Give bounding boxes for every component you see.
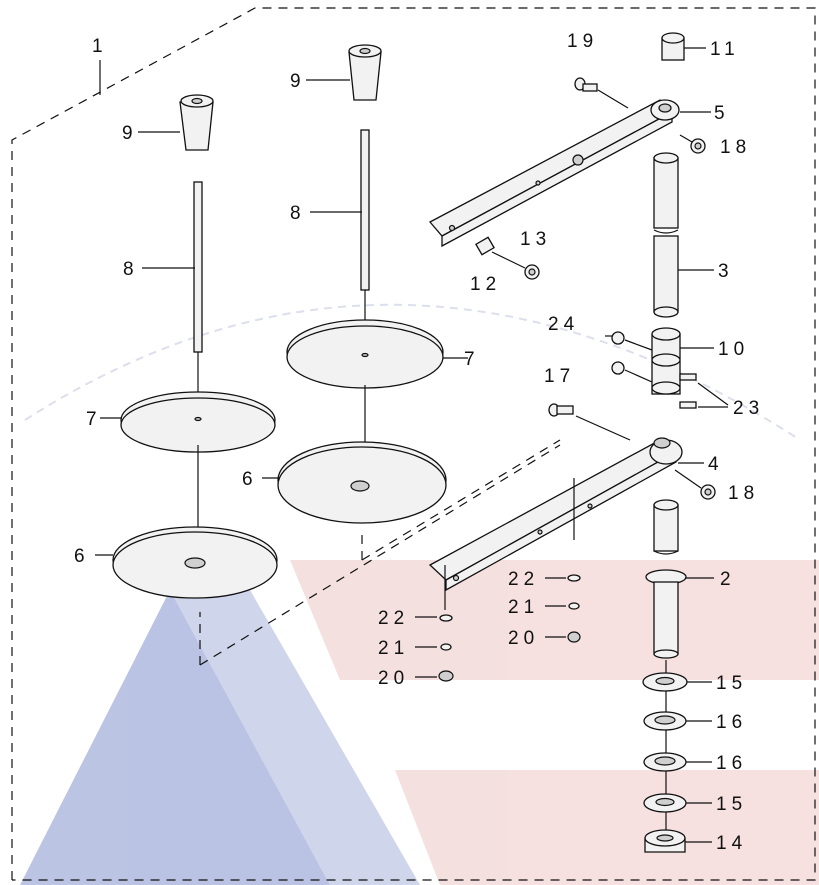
- callout-10: 10: [718, 339, 749, 360]
- callout-23: 23: [733, 398, 764, 419]
- callout-24: 24: [548, 314, 579, 335]
- nut-18-upper: [690, 138, 706, 154]
- callout-6-middle: 6: [242, 469, 258, 490]
- bolt-17: [548, 403, 574, 417]
- watermark-logo: [20, 303, 819, 885]
- thread-disc-middle-bottom: [277, 441, 447, 524]
- washer-stack: [642, 672, 688, 853]
- callout-21-left: 21: [378, 638, 409, 659]
- callout-18-upper: 18: [720, 137, 751, 158]
- thread-disc-left-top: [120, 391, 276, 453]
- callout-6-left: 6: [74, 546, 90, 567]
- spool-cap-middle: [348, 44, 382, 101]
- collar-12: [475, 236, 495, 256]
- callout-2: 2: [720, 569, 736, 590]
- callout-18-lower: 18: [728, 483, 759, 504]
- bolt-19: [574, 77, 598, 92]
- callout-17: 17: [544, 366, 575, 387]
- callout-14: 14: [716, 833, 747, 854]
- upper-arm-hardware: [475, 32, 706, 280]
- clamp-10: [611, 327, 697, 409]
- callout-13: 13: [520, 229, 551, 250]
- lower-arm-hardware: [438, 403, 716, 682]
- callout-labels: 1 9 9 8 8 7 7 6 6 19 11 5 18 13 12 3 24 …: [74, 31, 764, 854]
- callout-15-upper: 15: [716, 673, 747, 694]
- callout-8-left: 8: [123, 259, 139, 280]
- nut-24: [611, 331, 625, 375]
- callout-15-lower: 15: [716, 794, 747, 815]
- upright-pole: [653, 152, 679, 318]
- left-spool-stand: [112, 94, 278, 599]
- callout-7-middle: 7: [464, 349, 480, 370]
- middle-spool-stand: [277, 44, 447, 524]
- callout-8-middle: 8: [290, 203, 306, 224]
- kit-boundary: [11, 7, 816, 881]
- washers-lower-mid: [567, 574, 581, 643]
- callout-leaders: [95, 47, 729, 843]
- bottom-shaft-2: [645, 499, 687, 840]
- screw-23: [679, 373, 697, 409]
- callout-12: 12: [470, 274, 501, 295]
- callout-22-left: 22: [378, 608, 409, 629]
- callout-20-middle: 20: [508, 628, 539, 649]
- callout-9-middle: 9: [290, 71, 306, 92]
- callout-21-middle: 21: [508, 597, 539, 618]
- callout-11: 11: [710, 39, 740, 60]
- washers-lower-left: [438, 614, 454, 682]
- upper-arm: [428, 99, 680, 248]
- spool-rod-middle: [360, 129, 370, 291]
- callout-5: 5: [714, 103, 730, 124]
- callout-16-upper: 16: [716, 712, 747, 733]
- callout-16-lower: 16: [716, 753, 747, 774]
- callout-3: 3: [718, 261, 734, 282]
- nut-18-lower: [700, 484, 716, 500]
- callout-20-left: 20: [378, 668, 409, 689]
- callout-1: 1: [92, 36, 108, 57]
- callout-19: 19: [567, 31, 598, 52]
- spool-rod-left: [193, 181, 203, 353]
- callout-9-left: 9: [122, 123, 138, 144]
- callout-22-middle: 22: [508, 569, 539, 590]
- thread-disc-middle-top: [286, 319, 444, 389]
- lower-arm: [428, 437, 683, 610]
- thread-disc-left-bottom: [112, 526, 278, 599]
- callout-7-left: 7: [86, 409, 102, 430]
- setscrew-13: [524, 264, 540, 280]
- callout-4: 4: [708, 454, 724, 475]
- spool-cap-left: [179, 94, 214, 151]
